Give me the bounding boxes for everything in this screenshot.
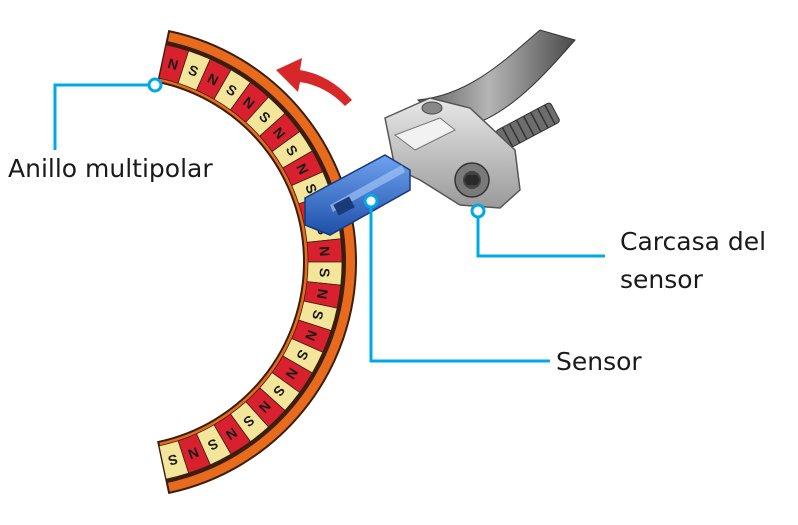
pole-letter: N (316, 246, 333, 257)
multipole-ring: NSNSNSNSNSNSNSNSNSNSNSNSNS (157, 29, 357, 495)
bolt (495, 102, 560, 151)
label-carcasa-del-sensor: Carcasa del sensor (620, 227, 767, 294)
label-sensor: Sensor (556, 347, 642, 376)
sensor-tip (304, 154, 411, 236)
label-anillo-multipolar: Anillo multipolar (8, 154, 213, 183)
pole-letter: N (166, 55, 180, 73)
pole-letter: S (316, 268, 332, 278)
callout-housing (476, 211, 605, 258)
curved-arrow-icon (276, 58, 352, 106)
sensor-housing (384, 97, 521, 209)
callout-ring (53, 83, 155, 150)
pole-letter: N (314, 288, 331, 301)
callout-sensor (369, 201, 550, 363)
pole-segment (158, 440, 190, 480)
pole-letter: S (166, 451, 179, 469)
pole-letter: S (309, 308, 327, 321)
